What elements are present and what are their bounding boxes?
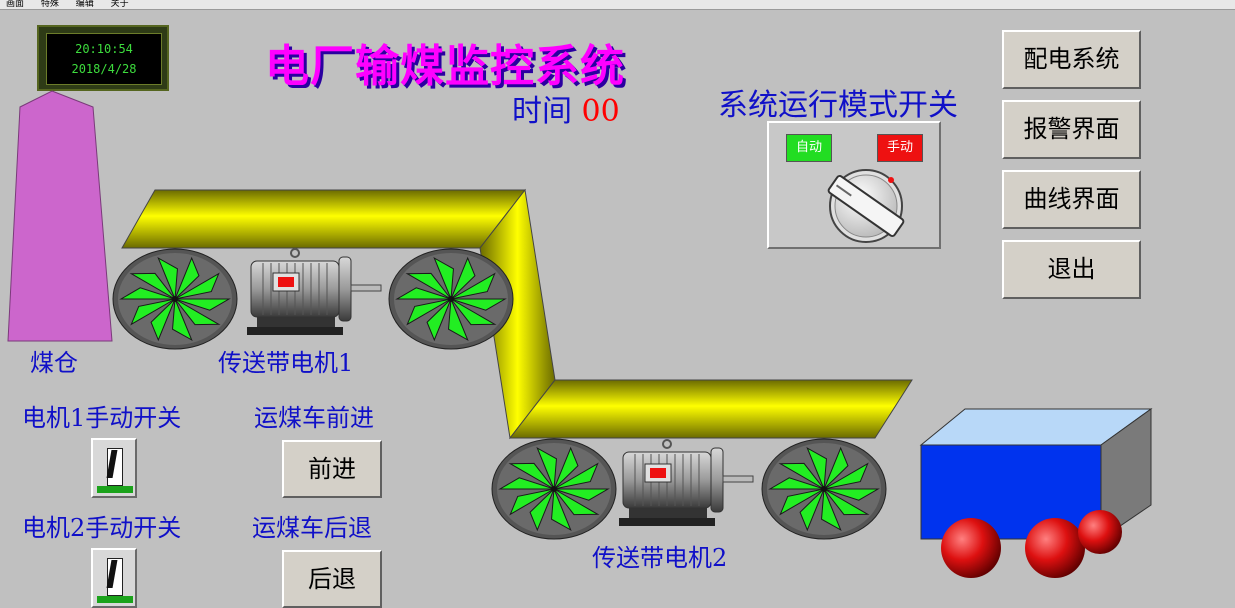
forward-button[interactable]: 前进 <box>282 440 382 498</box>
electric-motor-icon <box>619 439 754 526</box>
roller-wheel-icon <box>761 438 887 540</box>
roller-wheel-icon <box>388 248 514 350</box>
menu-bar: 画面 特殊 编辑 关于 <box>0 0 1235 10</box>
auto-indicator: 自动 <box>786 134 832 162</box>
motor2-manual-switch[interactable] <box>91 548 137 608</box>
alarm-screen-button[interactable]: 报警界面 <box>1002 100 1141 159</box>
mode-switch-label: 系统运行模式开关 <box>718 88 958 123</box>
roller-wheel-icon <box>491 438 617 540</box>
menu-item-edit[interactable]: 编辑 <box>75 0 94 9</box>
electric-motor-icon <box>247 248 382 335</box>
motor1-label: 传送带电机1 <box>218 349 354 377</box>
motor1-manual-switch[interactable] <box>91 438 137 498</box>
backward-button[interactable]: 后退 <box>282 550 382 608</box>
digital-clock: 20:10:54 2018/4/28 <box>37 25 169 91</box>
manual-indicator: 手动 <box>877 134 923 162</box>
menu-item-special[interactable]: 特殊 <box>40 0 59 9</box>
coal-silo-icon <box>7 90 113 342</box>
page-title: 电厂输煤监控系统 <box>265 41 625 92</box>
motor2-label: 传送带电机2 <box>592 544 728 572</box>
coal-bunker-label: 煤仓 <box>30 349 78 377</box>
time-label: 时间 <box>512 94 572 129</box>
cart-backward-label: 运煤车后退 <box>252 514 372 542</box>
curve-screen-button[interactable]: 曲线界面 <box>1002 170 1141 229</box>
time-display: 时间 00 <box>512 86 620 130</box>
power-system-button[interactable]: 配电系统 <box>1002 30 1141 89</box>
cart-forward-label: 运煤车前进 <box>254 404 374 432</box>
roller-wheel-icon <box>112 248 238 350</box>
conveyor-belt <box>121 188 913 440</box>
motor1-switch-label: 电机1手动开关 <box>22 404 182 432</box>
clock-date: 2018/4/28 <box>71 62 137 76</box>
mode-switch-panel: 自动 手动 <box>767 121 941 249</box>
coal-cart-icon <box>919 408 1153 578</box>
menu-item-about[interactable]: 关于 <box>110 0 129 9</box>
motor2-switch-label: 电机2手动开关 <box>22 514 182 542</box>
menu-item-screen[interactable]: 画面 <box>6 0 25 9</box>
time-value: 00 <box>581 94 620 129</box>
clock-time: 20:10:54 <box>75 42 133 56</box>
rotary-knob-icon[interactable] <box>821 168 911 244</box>
exit-button[interactable]: 退出 <box>1002 240 1141 299</box>
